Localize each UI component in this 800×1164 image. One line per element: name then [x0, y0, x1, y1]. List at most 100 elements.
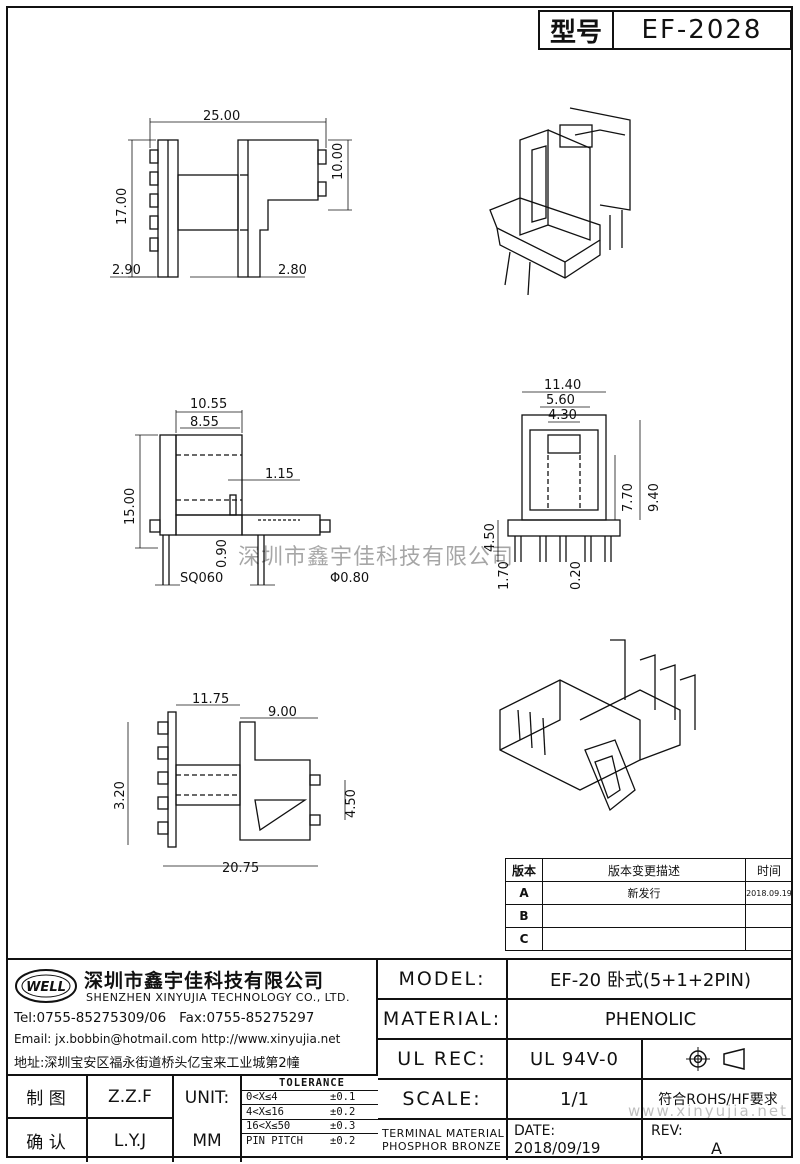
terminal-value: PHOSPHOR BRONZE: [382, 1140, 502, 1153]
revision-table: 版本 版本变更描述 时间 A 新发行 2018.09.19 B C: [505, 858, 793, 951]
dim-R: 20.75: [222, 861, 259, 876]
table-row: A 新发行 2018.09.19: [505, 881, 793, 905]
dim-4-50-left: 4.50: [483, 523, 498, 552]
dim-1-15: 1.15: [265, 467, 294, 482]
revision-desc: [542, 904, 746, 928]
dim-L: 4.30: [548, 408, 577, 423]
revision-header-description: 版本变更描述: [542, 858, 746, 882]
tolerance-range: PIN PITCH: [246, 1135, 303, 1148]
tolerance-table: TOLERANCE 0<X≤4 ±0.1 4<X≤16 ±0.2 16<X≤50 ±0…: [242, 1076, 378, 1162]
dim-C: 10.00: [331, 143, 346, 180]
dim-K: 5.60: [546, 393, 575, 408]
dim-E: 10.55: [190, 397, 227, 412]
model-row: MODEL: EF-20 卧式(5+1+2PIN): [378, 960, 793, 1000]
dim-G: SQ060: [180, 571, 223, 586]
dim-1-70: 1.70: [497, 561, 512, 590]
isometric-view-top: [489, 107, 631, 296]
revision-desc: [542, 927, 746, 951]
revision-date: [745, 904, 793, 928]
dim-O: 3.20: [113, 781, 128, 810]
company-logo: WELL: [15, 969, 77, 1003]
dim-left-pin: 2.90: [112, 263, 141, 278]
date-value: 2018/09/19: [514, 1139, 601, 1157]
revision-header-time: 时间: [745, 858, 793, 882]
terminal-label: TERMINAL MATERIAL: [382, 1127, 505, 1140]
company-name-en: SHENZHEN XINYUJIA TECHNOLOGY CO., LTD.: [86, 991, 350, 1004]
tolerance-range: 0<X≤4: [246, 1091, 278, 1104]
company-tel: Tel:0755-85275309/06 Fax:0755-85275297: [14, 1010, 314, 1026]
company-email: Email: jx.bobbin@hotmail.com http://www.…: [14, 1032, 341, 1046]
dim-B: 25.00: [203, 109, 240, 124]
material-label: MATERIAL:: [378, 1000, 508, 1038]
scale-row: SCALE: 1/1 符合ROHS/HF要求: [378, 1080, 793, 1120]
tolerance-value: ±0.2: [330, 1105, 356, 1118]
rohs-text: 符合ROHS/HF要求: [658, 1092, 778, 1108]
revision-date: [745, 927, 793, 951]
svg-text:WELL: WELL: [26, 980, 66, 995]
revision-ver: B: [505, 904, 543, 928]
scale-label: SCALE:: [378, 1080, 508, 1118]
table-row: 0<X≤4 ±0.1: [242, 1091, 378, 1105]
dim-D: 15.00: [123, 488, 138, 525]
revision-desc: 新发行: [542, 881, 746, 905]
tolerance-value: ±0.3: [330, 1120, 356, 1133]
company-info: WELL 深圳市鑫宇佳科技有限公司 SHENZHEN XINYUJIA TECH…: [6, 960, 378, 1074]
ulrec-value: UL 94V-0: [508, 1040, 643, 1078]
tolerance-value: ±0.1: [330, 1091, 356, 1104]
tolerance-value: ±0.2: [330, 1135, 356, 1148]
tolerance-range: 16<X≤50: [246, 1120, 291, 1133]
unit-value: MM: [174, 1119, 242, 1162]
terminal-row: TERMINAL MATERIAL PHOSPHOR BRONZE DATE: …: [378, 1120, 793, 1160]
model-header-key: 型号: [540, 12, 614, 48]
table-row: B: [505, 904, 793, 928]
table-row: C: [505, 927, 793, 951]
check-value: L.Y.J: [88, 1119, 174, 1162]
dim-A: 17.00: [115, 188, 130, 225]
date-label: DATE:: [514, 1123, 556, 1139]
company-address: 地址:深圳宝安区福永街道桥头亿宝来工业城第2幢: [14, 1056, 300, 1071]
table-row: PIN PITCH ±0.2: [242, 1134, 378, 1149]
model-label: MODEL:: [378, 960, 508, 998]
revision-date: 2018.09.19: [745, 881, 793, 905]
side-view-middle: [135, 410, 331, 586]
material-value: PHENOLIC: [604, 1008, 697, 1030]
dim-M: 7.70: [621, 483, 636, 512]
first-angle-projection-icon: [686, 1047, 745, 1071]
revision-ver: A: [505, 881, 543, 905]
table-row: 4<X≤16 ±0.2: [242, 1105, 378, 1120]
company-name-cn: 深圳市鑫宇佳科技有限公司: [84, 970, 325, 992]
projection-symbol: [643, 1040, 793, 1078]
ulrec-label: UL REC:: [378, 1040, 508, 1078]
rev-cell: REV: A: [643, 1120, 793, 1160]
dim-0-20: 0.20: [569, 561, 584, 590]
tolerance-header: TOLERANCE: [242, 1076, 378, 1091]
dim-0-90: 0.90: [215, 539, 230, 568]
dim-J: 11.40: [544, 378, 581, 393]
revision-header-version: 版本: [505, 858, 543, 882]
dim-9-00: 9.00: [268, 705, 297, 720]
dim-right-pin: 2.80: [278, 263, 307, 278]
scale-value: 1/1: [508, 1080, 643, 1118]
tel-text: Tel:0755-85275309/06: [14, 1010, 167, 1026]
terminal-material: TERMINAL MATERIAL PHOSPHOR BRONZE: [378, 1120, 508, 1160]
model-header-value: EF-2028: [641, 15, 763, 45]
watermark-site: www.xinyujia.net: [628, 1102, 789, 1120]
dim-P: 11.75: [192, 692, 229, 707]
tolerance-range: 4<X≤16: [246, 1105, 284, 1118]
check-label: 确 认: [6, 1119, 88, 1162]
dim-N: 9.40: [647, 483, 662, 512]
isometric-view-bottom: [499, 639, 696, 812]
dim-F: 8.55: [190, 415, 219, 430]
fax-text: Fax:0755-85275297: [179, 1010, 315, 1026]
model-value: EF-20 卧式(5+1+2PIN): [549, 970, 752, 991]
rev-value: A: [711, 1138, 722, 1158]
approval-block: 制 图 Z.Z.F 确 认 L.Y.J UNIT: MM TOLERANCE 0…: [6, 1074, 378, 1162]
material-row: MATERIAL: PHENOLIC: [378, 1000, 793, 1040]
end-view-middle: [497, 391, 641, 562]
ulrec-row: UL REC: UL 94V-0: [378, 1040, 793, 1080]
draw-label: 制 图: [6, 1076, 88, 1119]
model-header: 型号 EF-2028: [538, 10, 792, 50]
draw-value: Z.Z.F: [88, 1076, 174, 1119]
front-view-top: [110, 118, 352, 278]
